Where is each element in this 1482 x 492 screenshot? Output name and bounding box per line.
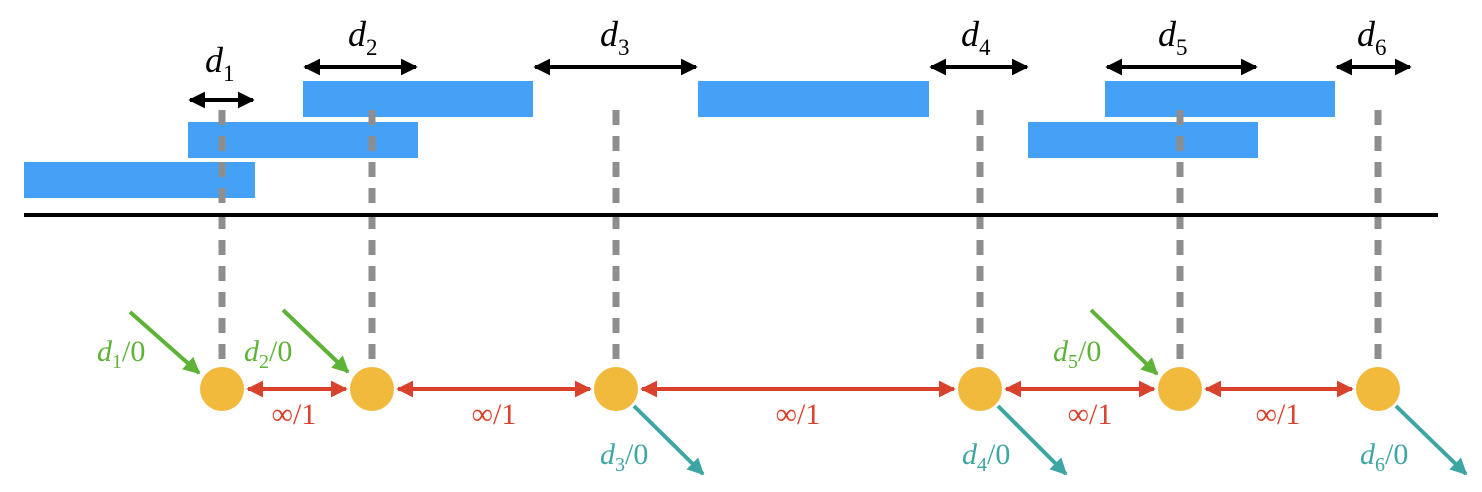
sink-label: d3/0 xyxy=(600,438,648,476)
sink-arrows xyxy=(632,404,1468,476)
source-arrow xyxy=(128,310,201,375)
interval-bar xyxy=(303,81,533,117)
circle-node-icon xyxy=(594,367,638,411)
edge-label: ∞/1 xyxy=(1068,398,1113,431)
source-arrow xyxy=(281,308,350,374)
circle-node-icon xyxy=(1356,367,1400,411)
circle-node-icon xyxy=(958,367,1002,411)
sink-label: d4/0 xyxy=(962,438,1010,476)
distance-label: d4 xyxy=(961,14,991,60)
nodes xyxy=(200,367,1400,411)
intervals xyxy=(24,81,1335,198)
source-label: d1/0 xyxy=(97,335,145,373)
distance-label: d6 xyxy=(1357,14,1387,60)
distance-label: d2 xyxy=(348,14,378,60)
distance-arrows xyxy=(188,58,1412,109)
interval-bar xyxy=(24,162,255,198)
sink-arrow xyxy=(1394,404,1468,476)
source-labels: d1/0 d2/0 d5/0 xyxy=(97,335,1101,373)
edge-label: ∞/1 xyxy=(776,398,821,431)
source-arrow xyxy=(1089,308,1159,376)
circle-node-icon xyxy=(200,367,244,411)
edge-label: ∞/1 xyxy=(272,398,317,431)
interval-bar xyxy=(188,122,418,158)
interval-bar xyxy=(1028,122,1258,158)
interval-bar xyxy=(698,81,929,117)
distance-labels: d1 d2 d3 d4 d5 d6 xyxy=(205,14,1387,86)
edge-labels: ∞/1 ∞/1 ∞/1 ∞/1 ∞/1 xyxy=(272,398,1301,431)
sink-arrow xyxy=(632,404,705,476)
sink-labels: d3/0 d4/0 d6/0 xyxy=(600,438,1408,476)
distance-label: d5 xyxy=(1158,14,1188,60)
source-label: d5/0 xyxy=(1053,335,1101,373)
edge-label: ∞/1 xyxy=(1256,398,1301,431)
dashed-guides xyxy=(218,110,1382,368)
distance-label: d1 xyxy=(205,40,235,86)
edge-label: ∞/1 xyxy=(472,398,517,431)
circle-node-icon xyxy=(1158,367,1202,411)
circle-node-icon xyxy=(350,367,394,411)
source-arrows xyxy=(128,308,1159,376)
distance-label: d3 xyxy=(600,14,630,60)
sink-label: d6/0 xyxy=(1360,438,1408,476)
source-label: d2/0 xyxy=(244,335,292,373)
interval-bar xyxy=(1105,81,1335,117)
sink-arrow xyxy=(996,404,1068,476)
